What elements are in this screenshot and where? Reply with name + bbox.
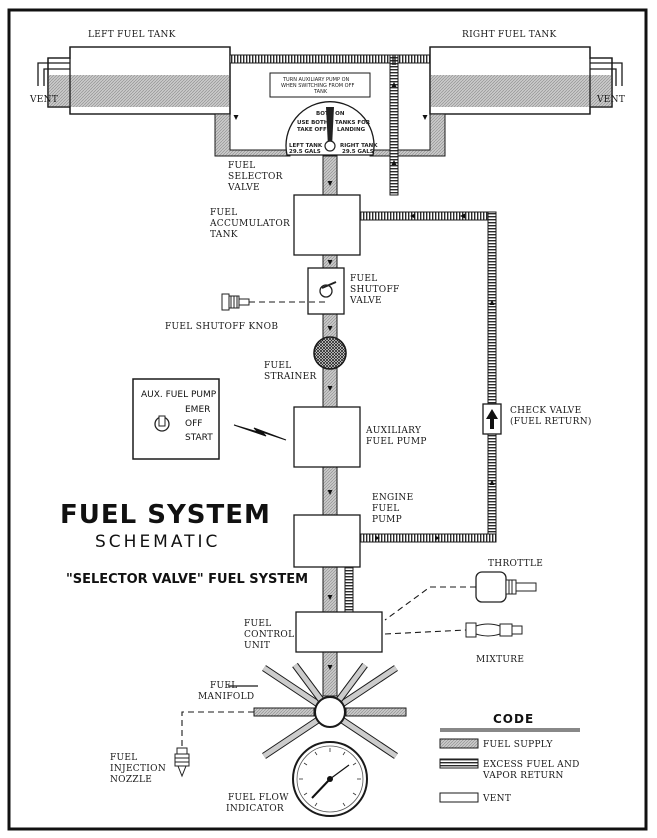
fuel-manifold-spokes bbox=[253, 662, 407, 759]
system-name: "SELECTOR VALVE" FUEL SYSTEM bbox=[66, 572, 308, 587]
control-unit-label: FUEL CONTROL UNIT bbox=[244, 619, 298, 651]
svg-text:TAKE OFF: TAKE OFF bbox=[297, 127, 327, 133]
strainer-label: FUEL STRAINER bbox=[264, 361, 317, 382]
legend-vent-label: VENT bbox=[482, 794, 511, 804]
fuel-shutoff-valve bbox=[307, 267, 345, 315]
left-tank-label: LEFT FUEL TANK bbox=[88, 30, 176, 40]
right-tank-label: RIGHT FUEL TANK bbox=[462, 30, 557, 40]
fuel-selector-label: FUEL SELECTOR VALVE bbox=[227, 161, 286, 193]
nozzle-linkage bbox=[181, 711, 254, 748]
shutoff-valve-label: FUEL SHUTOFF VALVE bbox=[349, 274, 403, 306]
svg-text:OFF: OFF bbox=[185, 419, 202, 429]
return-line-to-accumulator bbox=[389, 54, 399, 196]
diagram-title: FUEL SYSTEM bbox=[60, 500, 271, 530]
right-fuel-tank bbox=[429, 46, 613, 115]
fuel-flow-gauge bbox=[292, 741, 368, 817]
svg-text:29.5 GALS: 29.5 GALS bbox=[289, 149, 321, 155]
shutoff-knob-label: FUEL SHUTOFF KNOB bbox=[165, 322, 278, 332]
right-vent-line bbox=[590, 62, 623, 86]
throttle-knob-icon bbox=[475, 571, 537, 603]
code-legend: CODE FUEL SUPPLY EXCESS FUEL AND VAPOR R… bbox=[439, 712, 580, 804]
legend-vent-swatch bbox=[439, 792, 479, 803]
tank-supply-lines bbox=[214, 113, 446, 157]
svg-text:29.5 GALS: 29.5 GALS bbox=[342, 149, 374, 155]
right-vent-label: VENT bbox=[596, 95, 625, 105]
svg-text:LEFT TANK: LEFT TANK bbox=[289, 143, 323, 149]
svg-text:TANKS FOR: TANKS FOR bbox=[335, 120, 371, 126]
injection-nozzle-icon bbox=[174, 747, 190, 778]
aux-pump-label: AUXILIARY FUEL PUMP bbox=[365, 426, 427, 447]
legend-fuel-supply-label: FUEL SUPPLY bbox=[483, 740, 553, 750]
electric-bolt-icon bbox=[233, 424, 287, 441]
left-vent-label: VENT bbox=[29, 95, 58, 105]
svg-text:TANK: TANK bbox=[313, 89, 328, 95]
engine-fuel-pump bbox=[293, 514, 361, 568]
auxiliary-fuel-pump bbox=[293, 406, 361, 468]
accumulator-label: FUEL ACCUMULATOR TANK bbox=[209, 208, 293, 240]
left-vent-line bbox=[37, 62, 70, 86]
flow-arrows bbox=[233, 82, 495, 670]
fuel-control-unit bbox=[295, 611, 383, 653]
legend-return-swatch bbox=[439, 758, 479, 769]
manifold-label: FUEL MANIFOLD bbox=[198, 681, 254, 702]
svg-text:CODE: CODE bbox=[493, 712, 534, 726]
svg-text:EMER: EMER bbox=[185, 405, 210, 415]
page-border bbox=[7, 8, 648, 831]
svg-text:START: START bbox=[185, 433, 213, 443]
mixture-label: MIXTURE bbox=[476, 655, 524, 665]
nozzle-label: FUEL INJECTION NOZZLE bbox=[110, 753, 169, 785]
legend-fuel-supply-swatch bbox=[439, 738, 479, 749]
left-fuel-tank bbox=[47, 46, 231, 115]
flow-indicator-label: FUEL FLOW INDICATOR bbox=[226, 793, 292, 814]
fuel-accumulator-tank bbox=[293, 194, 361, 256]
aux-fuel-pump-switch-panel: AUX. FUEL PUMP EMER OFF START bbox=[132, 378, 220, 460]
svg-text:USE BOTH: USE BOTH bbox=[297, 120, 329, 126]
mixture-linkage bbox=[384, 629, 467, 635]
check-valve-label: CHECK VALVE (FUEL RETURN) bbox=[510, 406, 592, 427]
svg-text:AUX. FUEL PUMP: AUX. FUEL PUMP bbox=[141, 390, 217, 400]
throttle-label: THROTTLE bbox=[488, 559, 543, 569]
legend-return-label-2: VAPOR RETURN bbox=[482, 771, 564, 781]
check-valve bbox=[482, 403, 502, 435]
diagram-subtitle: SCHEMATIC bbox=[95, 532, 220, 552]
top-return-line bbox=[229, 54, 431, 64]
svg-text:WHEN SWITCHING FROM OFF: WHEN SWITCHING FROM OFF bbox=[281, 83, 354, 89]
throttle-linkage bbox=[384, 586, 476, 621]
aux-pump-placard: TURN AUXILIARY PUMP ON WHEN SWITCHING FR… bbox=[269, 72, 371, 98]
fuel-strainer bbox=[313, 336, 347, 370]
svg-text:LANDING: LANDING bbox=[337, 127, 366, 133]
control-unit-return-line bbox=[344, 566, 354, 613]
legend-return-label-1: EXCESS FUEL AND bbox=[483, 760, 580, 770]
engine-pump-label: ENGINE FUEL PUMP bbox=[372, 493, 417, 525]
fuel-selector-dial: BOTH ON USE BOTH TAKE OFF TANKS FOR LAND… bbox=[285, 101, 378, 156]
svg-text:TURN AUXILIARY PUMP ON: TURN AUXILIARY PUMP ON bbox=[282, 77, 350, 83]
svg-text:RIGHT TANK: RIGHT TANK bbox=[340, 143, 378, 149]
shutoff-knob-icon bbox=[221, 293, 250, 311]
mixture-knob-icon bbox=[465, 622, 523, 638]
